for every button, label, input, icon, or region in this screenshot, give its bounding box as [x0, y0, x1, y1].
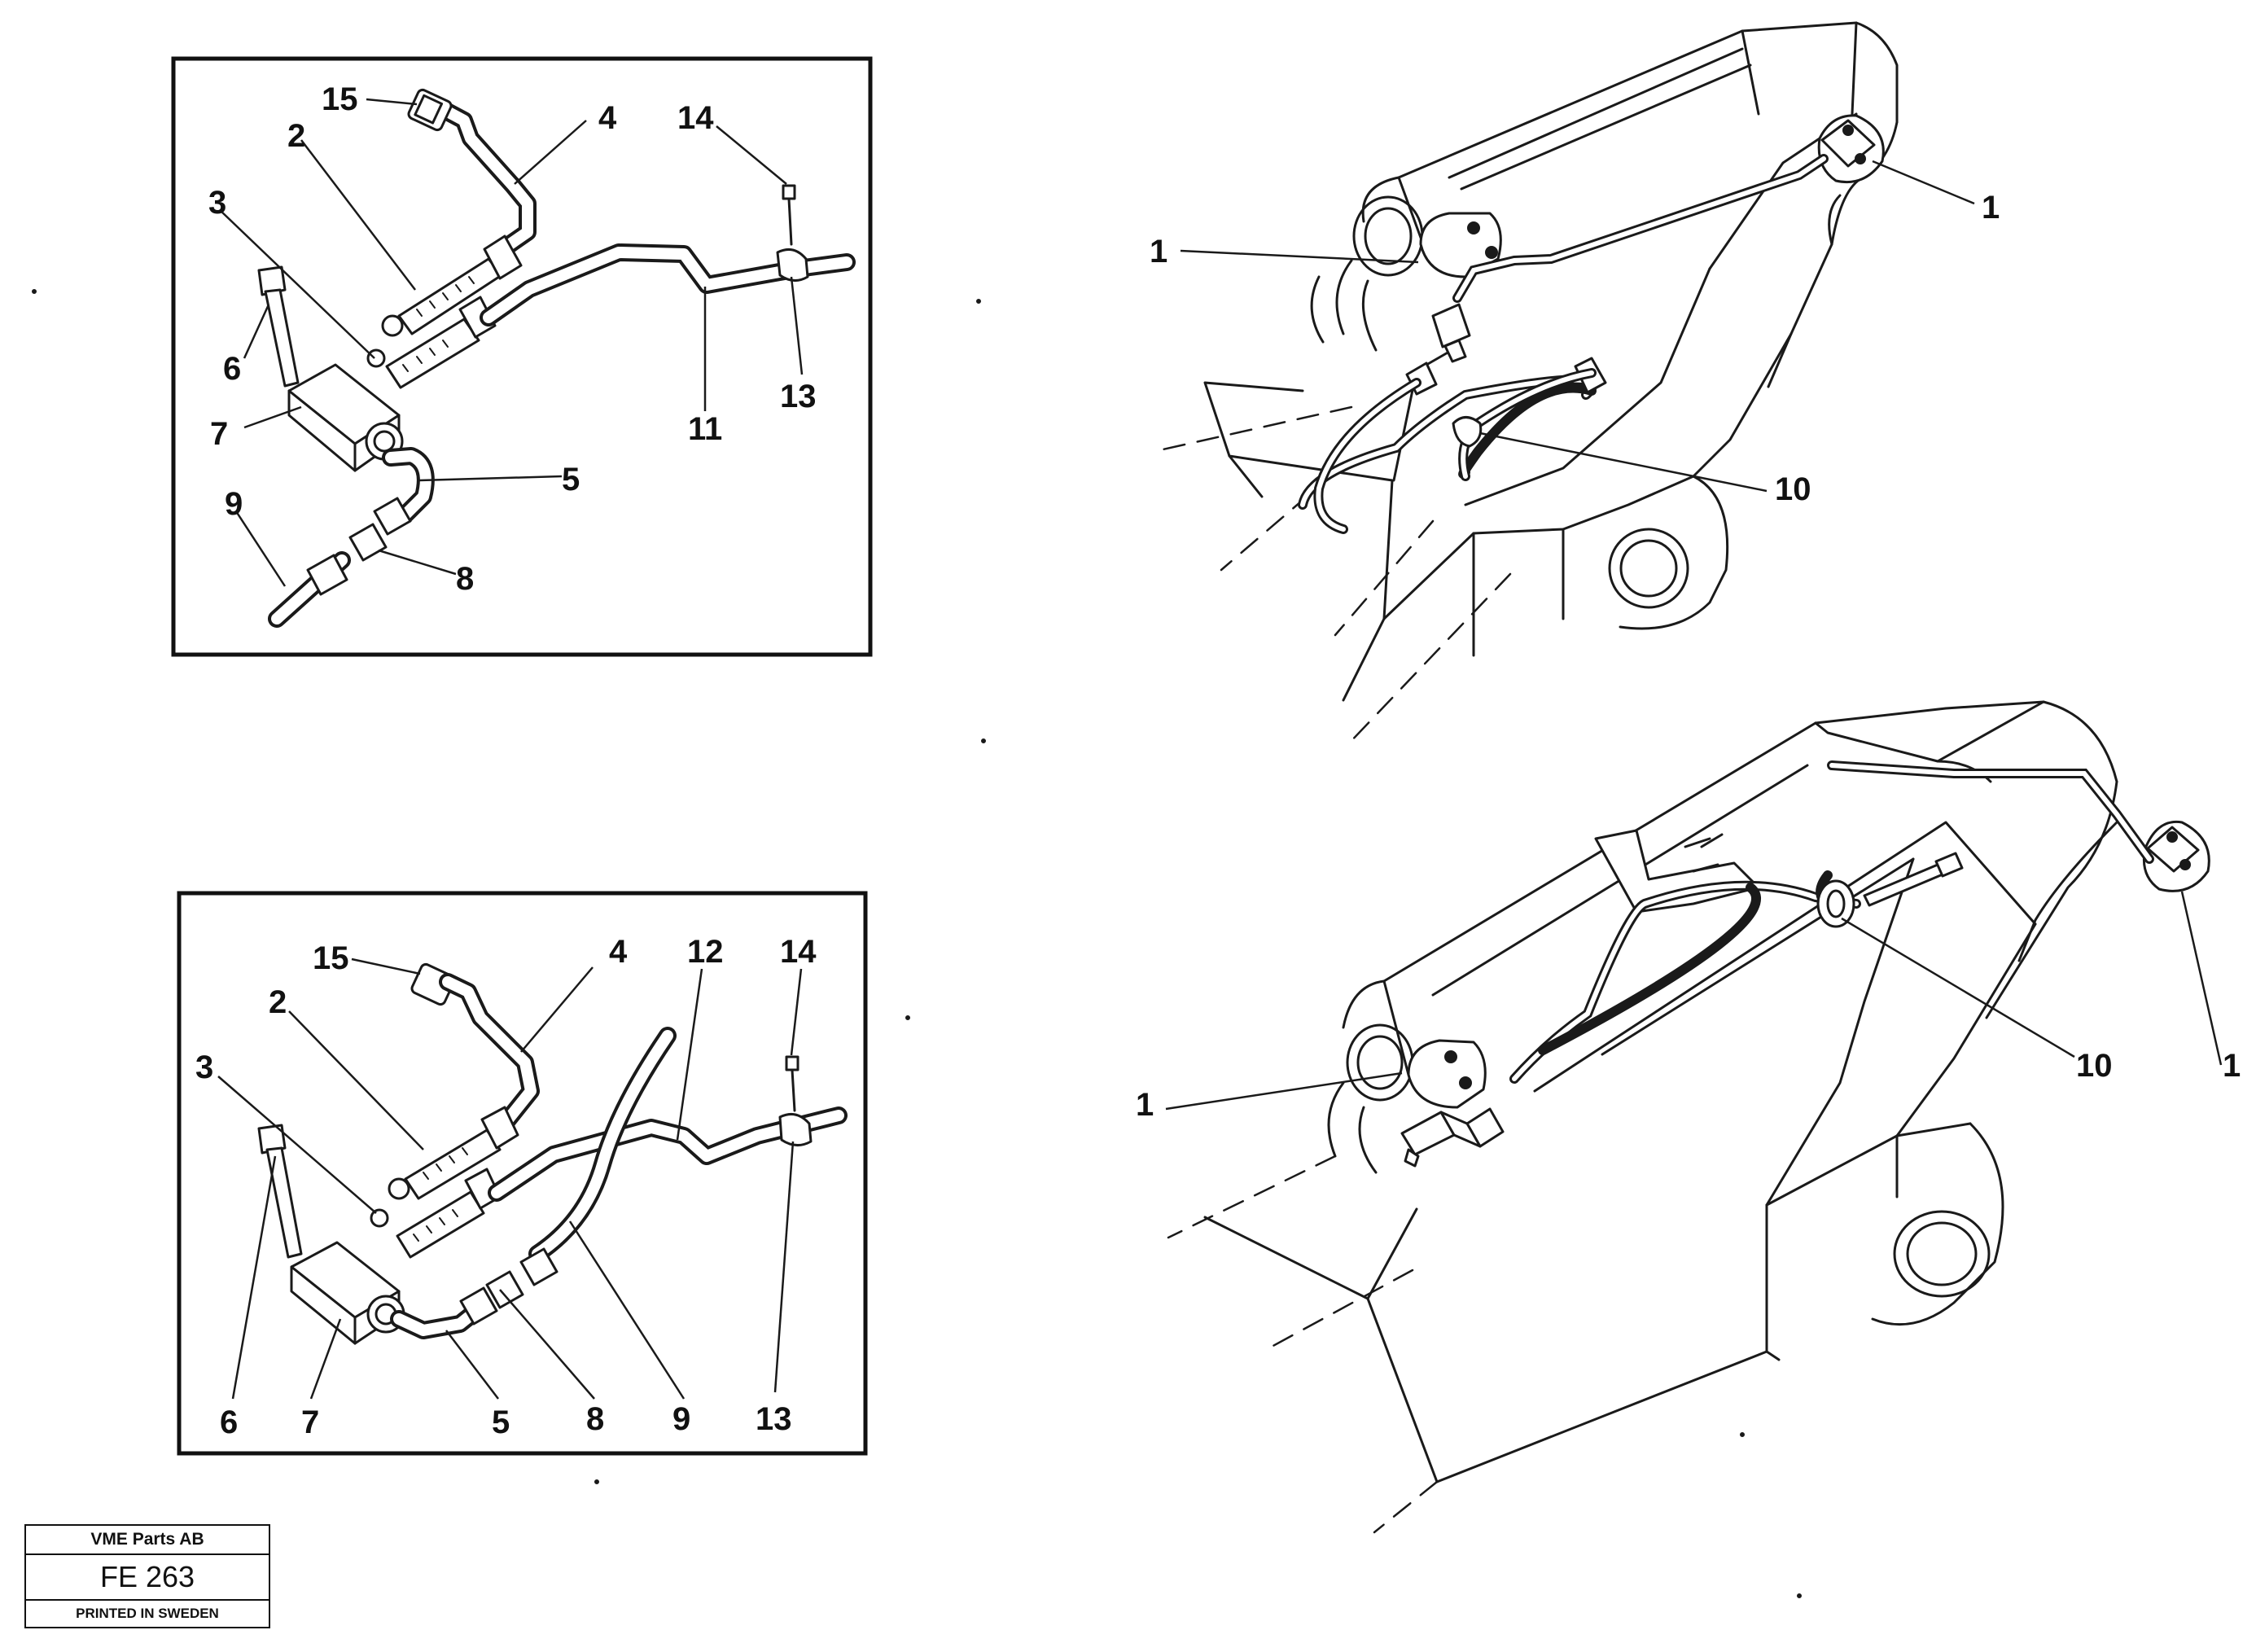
boss-left-lower: [1327, 1023, 1414, 1174]
boom-lower: 1 10 1: [1136, 700, 2241, 1534]
part-8-adapter: [348, 497, 412, 562]
detail-top-frame: [171, 56, 873, 657]
callout-top-15: 15: [322, 81, 358, 117]
callout-lower-10: 10: [2076, 1048, 2113, 1084]
callout-bottom-15: 15: [313, 940, 349, 976]
callout-bottom-2: 2: [269, 984, 287, 1020]
callout-bottom-9: 9: [672, 1401, 690, 1437]
scan-specks: [32, 289, 1802, 1598]
callout-top-4: 4: [598, 100, 617, 136]
detail-bottom: 15 4 12 14 2 3 6 7 5 8 9 13: [177, 891, 868, 1456]
part-3-washer-b: [370, 1208, 389, 1228]
bracket-lower: [1594, 829, 1760, 914]
callout-bottom-14: 14: [780, 934, 817, 970]
part-13-clamp-b: [778, 1112, 813, 1146]
part-7-block-b: [290, 1241, 405, 1345]
sensor-1-left-upper: [1419, 212, 1502, 278]
callout-top-8: 8: [456, 561, 474, 597]
part-13-clamp: [776, 248, 809, 282]
detail-bottom-frame: [177, 891, 868, 1456]
callout-top-6: 6: [223, 351, 241, 387]
part-2-hose-b: [388, 1106, 519, 1200]
boom-upper: 1 1 10: [1150, 21, 2000, 747]
part-15-fitting: [407, 88, 453, 132]
callout-bottom-3: 3: [195, 1049, 213, 1085]
part-6-bolt-b: [257, 1124, 303, 1259]
sensor-1-right-lower: [2142, 820, 2210, 892]
callout-lower-1-right: 1: [2223, 1048, 2241, 1084]
clip-10-upper: [1452, 416, 1483, 448]
callout-bottom-13: 13: [756, 1401, 792, 1437]
callout-bottom-5: 5: [492, 1404, 510, 1440]
part-6-bolt: [257, 265, 300, 388]
callout-bottom-8: 8: [586, 1401, 604, 1437]
callout-bottom-4: 4: [609, 934, 628, 970]
title-block-code: FE 263: [26, 1555, 269, 1601]
callout-top-14: 14: [677, 100, 714, 136]
clip-10-lower: [1816, 879, 1855, 928]
connector-upper: [1431, 303, 1471, 363]
part-14-screw-b: [785, 1055, 799, 1112]
callout-top-2: 2: [287, 118, 305, 154]
part-8-adapter-b: [459, 1247, 559, 1326]
title-block-company: VME Parts AB: [26, 1526, 269, 1555]
title-block-printed: PRINTED IN SWEDEN: [76, 1606, 219, 1621]
callout-upper-1-right: 1: [1982, 190, 2000, 226]
callout-bottom-6: 6: [220, 1404, 238, 1440]
part-2-hose: [381, 234, 523, 337]
callout-bottom-12: 12: [687, 934, 724, 970]
callout-lower-1-left: 1: [1136, 1087, 1154, 1123]
boss-left-upper: [1310, 195, 1424, 352]
callout-top-5: 5: [562, 462, 580, 497]
part-14-screw: [782, 184, 796, 246]
title-block: VME Parts AB FE 263 PRINTED IN SWEDEN: [24, 1524, 270, 1628]
connector-lower: [1400, 1107, 1505, 1168]
part-3-washer: [366, 348, 386, 368]
sensor-1-left-lower: [1407, 1039, 1487, 1109]
callout-upper-10: 10: [1775, 471, 1811, 507]
callout-top-11: 11: [688, 411, 722, 447]
callout-bottom-7: 7: [301, 1404, 319, 1440]
callout-top-3: 3: [208, 185, 226, 221]
part-9-hose-end: [306, 554, 348, 596]
callout-upper-1-left: 1: [1150, 234, 1167, 269]
bolt-lower-boom: [1863, 852, 1964, 907]
sensor-1-right-upper: [1817, 114, 1885, 184]
callout-top-9: 9: [225, 486, 243, 522]
callout-top-7: 7: [210, 416, 228, 452]
callout-top-13: 13: [780, 379, 817, 414]
detail-top: 15 2 4 14 3 6 7 11 13 5 9 8: [171, 56, 873, 657]
part-hose-lower: [385, 296, 497, 389]
